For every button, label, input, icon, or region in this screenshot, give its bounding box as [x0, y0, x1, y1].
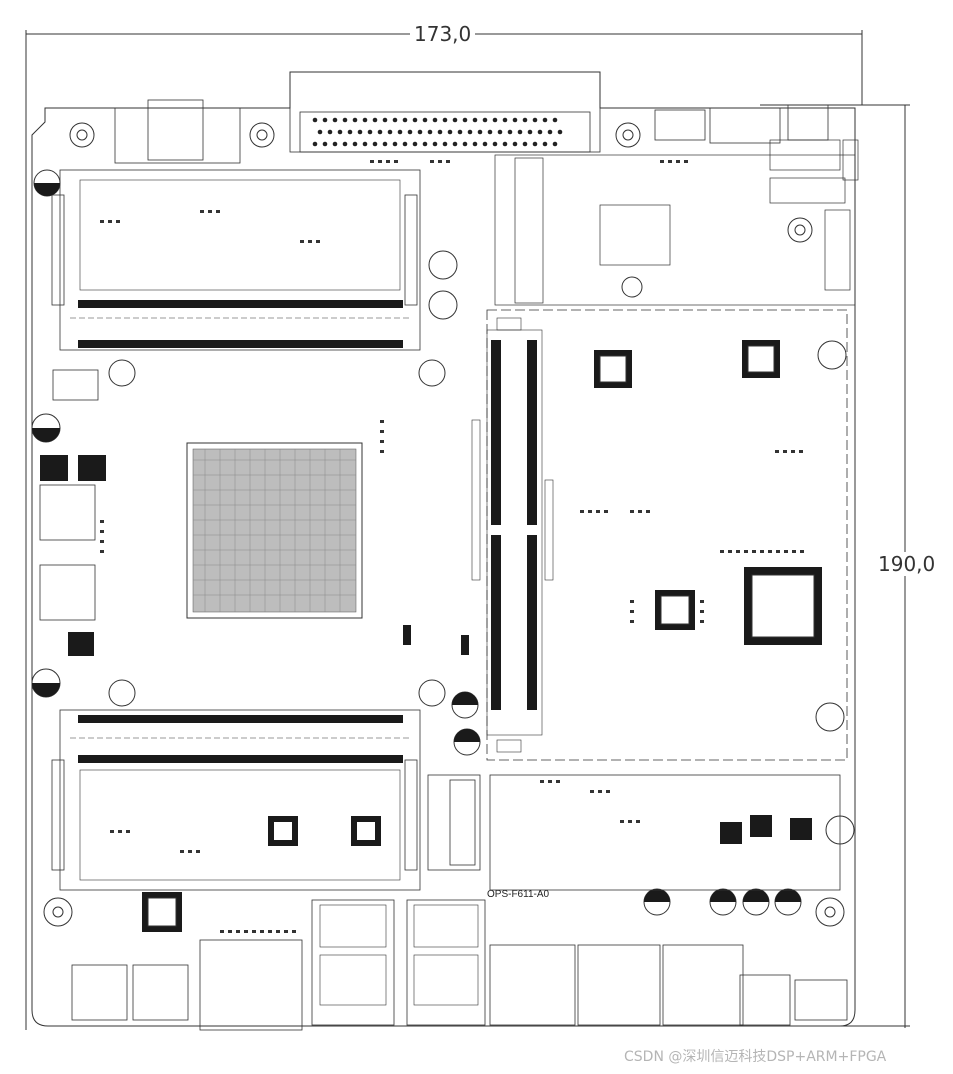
- watermark-text: CSDN @深圳信迈科技DSP+ARM+FPGA: [624, 1049, 887, 1065]
- sodimm-slot-top: [51, 169, 421, 351]
- inductors: [39, 369, 99, 621]
- header-pins: [312, 117, 563, 147]
- rj45-ports: [319, 904, 479, 1006]
- bottom-io-connectors: [71, 774, 848, 1031]
- top-right-module: [494, 139, 859, 306]
- smd-pads: [100, 160, 804, 933]
- height-dimension-label: 190,0: [874, 552, 940, 576]
- ic-chips: [40, 340, 822, 932]
- board-model-label: OPS-F611-A0: [487, 889, 550, 900]
- width-dimension-label: 173,0: [410, 22, 476, 46]
- mounting-holes: [43, 122, 855, 927]
- electrolytic-capacitors: [31, 169, 802, 916]
- sodimm-slot-bottom: [51, 709, 421, 891]
- top-connectors: [114, 71, 829, 164]
- pcie-slots: [471, 309, 848, 761]
- cpu-bga: [186, 442, 363, 619]
- board-outline: [31, 71, 856, 1027]
